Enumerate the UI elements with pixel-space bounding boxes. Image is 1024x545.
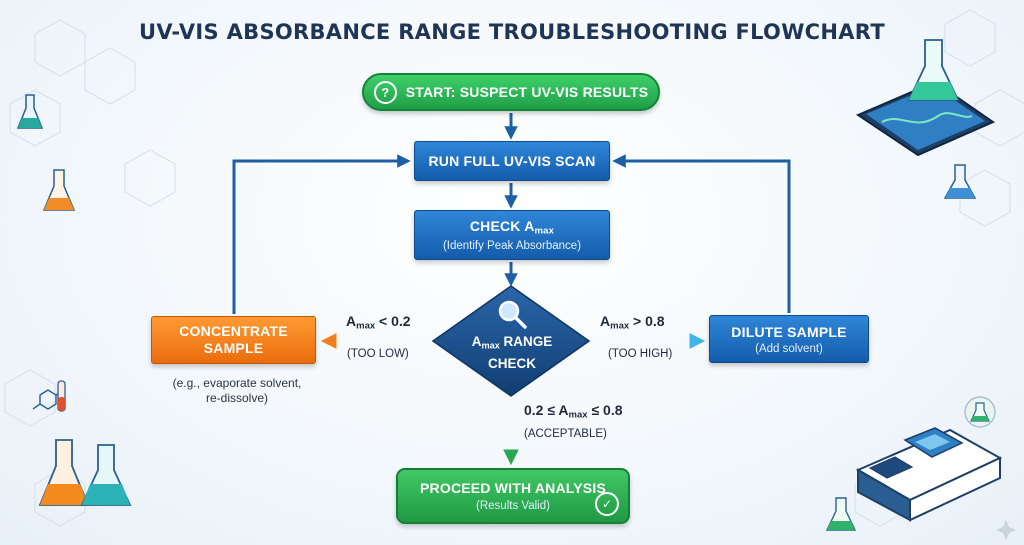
proceed-node: PROCEED WITH ANALYSIS (Results Valid) ✓ <box>396 468 630 524</box>
proceed-sublabel: (Results Valid) <box>476 500 550 512</box>
concentrate-note-line1: (e.g., evaporate solvent, <box>172 376 302 390</box>
concentrate-node: CONCENTRATE SAMPLE <box>151 316 316 364</box>
decision-label: Amax RANGE CHECK <box>447 333 577 373</box>
low-condition-label: Amax < 0.2 <box>346 313 411 332</box>
concentrate-label-line2: SAMPLE <box>203 340 264 356</box>
symbol-a: A <box>558 402 569 418</box>
loop-arrow-concentrate-to-scan <box>232 154 411 314</box>
test-tube-icon <box>57 380 66 412</box>
symbol-a: A <box>600 313 611 329</box>
symbol-sub: max <box>481 340 500 351</box>
check-amax-node: CHECK Amax (Identify Peak Absorbance) <box>414 210 610 260</box>
concentrate-label-line1: CONCENTRATE <box>179 323 288 339</box>
check-amax-sublabel: (Identify Peak Absorbance) <box>442 240 582 253</box>
check-amax-label: CHECK Amax <box>470 218 554 237</box>
flask-icon <box>943 164 977 199</box>
spectrophotometer-icon <box>855 427 1003 522</box>
symbol-a: A <box>471 334 482 349</box>
flask-icon <box>80 444 132 506</box>
dilute-sublabel: (Add solvent) <box>755 342 823 355</box>
concentrate-note: (e.g., evaporate solvent, re-dissolve) <box>152 376 322 406</box>
flask-icon <box>42 169 76 211</box>
symbol-a: A <box>524 217 535 234</box>
dilute-label: DILUTE SAMPLE <box>731 323 847 340</box>
ok-condition-label: 0.2 ≤ Amax ≤ 0.8 <box>524 402 623 421</box>
flask-icon <box>964 396 996 428</box>
concentrate-note-line2: re-dissolve) <box>205 391 268 405</box>
decision-line2: CHECK <box>487 355 536 371</box>
symbol-sub: max <box>568 409 588 421</box>
symbol-sub: max <box>534 225 555 237</box>
tablet-icon <box>855 80 996 157</box>
high-condition: > 0.8 <box>629 313 665 329</box>
proceed-label: PROCEED WITH ANALYSIS <box>420 480 606 496</box>
start-label: START: SUSPECT UV-VIS RESULTS <box>405 84 649 100</box>
symbol-a: A <box>346 313 357 329</box>
flask-icon <box>825 497 857 531</box>
ok-tag-label: (ACCEPTABLE) <box>524 428 607 440</box>
loop-arrow-dilute-to-scan <box>612 154 791 313</box>
check-circle-icon: ✓ <box>595 492 619 516</box>
low-tag-label: (TOO LOW) <box>347 348 409 360</box>
start-node: ? START: SUSPECT UV-VIS RESULTS <box>362 73 660 111</box>
check-prefix: CHECK <box>469 217 525 234</box>
decision-line1: Amax RANGE <box>447 333 577 355</box>
flask-icon <box>907 39 960 101</box>
run-scan-node: RUN FULL UV-VIS SCAN <box>414 141 610 181</box>
symbol-sub: max <box>356 320 376 332</box>
hexagon-pattern <box>4 9 1024 527</box>
decision-suffix: RANGE <box>499 334 553 349</box>
page-title: UV-VIS ABSORBANCE RANGE TROUBLESHOOTING … <box>139 20 885 44</box>
question-icon: ? <box>373 80 397 104</box>
ok-suffix: ≤ 0.8 <box>587 402 623 418</box>
dilute-node: DILUTE SAMPLE (Add solvent) <box>709 315 869 363</box>
high-tag-label: (TOO HIGH) <box>608 348 673 360</box>
high-condition-label: Amax > 0.8 <box>600 313 665 332</box>
magnifier-icon <box>498 300 527 329</box>
symbol-sub: max <box>610 320 630 332</box>
ok-prefix: 0.2 ≤ <box>524 402 559 418</box>
run-scan-label: RUN FULL UV-VIS SCAN <box>428 153 596 169</box>
low-condition: < 0.2 <box>375 313 411 329</box>
sparkle-icon <box>996 520 1016 540</box>
flask-icon <box>16 94 44 129</box>
